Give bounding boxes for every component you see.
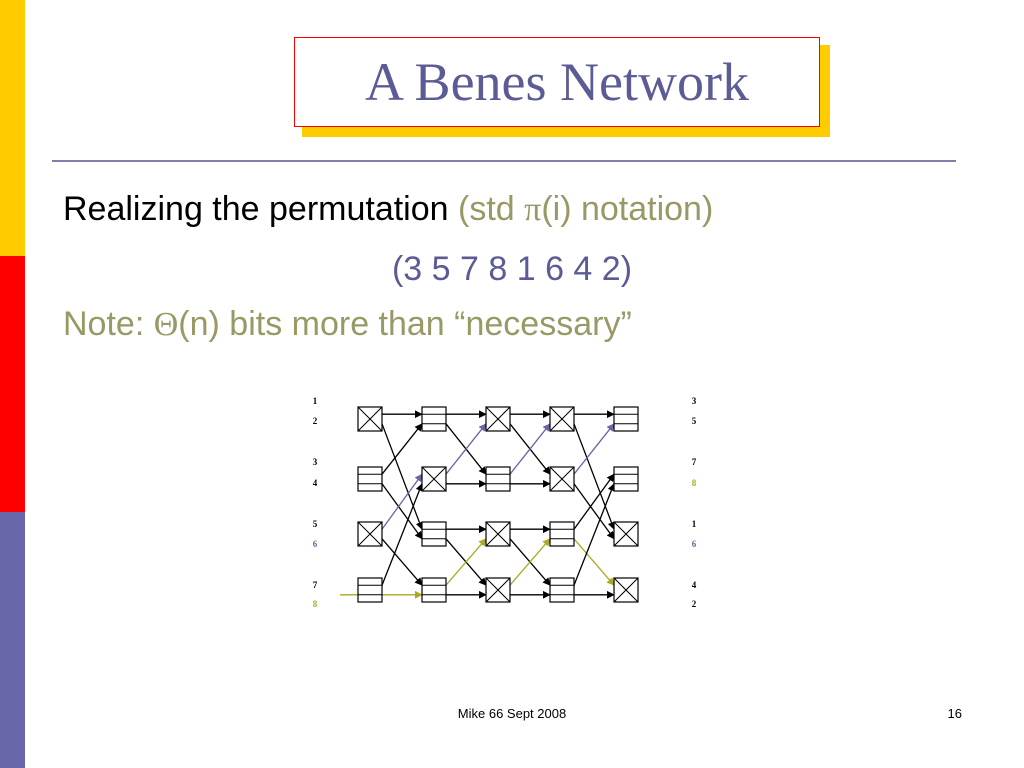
title-divider: [52, 160, 956, 162]
output-label: 3: [692, 396, 697, 406]
network-edge: [509, 538, 551, 586]
switch-box: [549, 577, 575, 603]
page-number: 16: [947, 706, 962, 721]
note-suffix: (n) bits more than “necessary”: [178, 305, 632, 343]
switch-box: [421, 577, 447, 603]
network-edge: [445, 423, 487, 475]
switch-box: [421, 521, 447, 547]
switch-cross-line: [549, 466, 575, 492]
output-label: 1: [692, 519, 697, 529]
switch-cross-line: [421, 466, 447, 492]
network-edge: [509, 423, 551, 475]
network-edge: [445, 538, 487, 586]
network-edge: [381, 423, 423, 475]
note-line: Note: Θ(n) bits more than “necessary”: [63, 305, 632, 344]
pi-symbol: π: [524, 191, 542, 228]
title-box: A Benes Network: [294, 37, 820, 127]
switch-box: [357, 577, 383, 603]
switch-box: [613, 466, 639, 492]
input-label: 6: [313, 539, 318, 549]
network-edge: [381, 538, 423, 586]
output-label: 2: [692, 599, 697, 609]
input-label: 5: [313, 519, 318, 529]
switch-cross-line: [357, 406, 383, 432]
output-label: 6: [692, 539, 697, 549]
network-edge: [573, 483, 616, 586]
output-label: 8: [692, 478, 697, 488]
input-label: 3: [313, 457, 318, 467]
input-label: 4: [313, 478, 318, 488]
left-bar-red: [0, 256, 25, 512]
network-edge: [381, 423, 424, 530]
network-edge: [381, 473, 423, 530]
line1-main: Realizing the permutation: [63, 190, 459, 228]
footer-text: Mike 66 Sept 2008: [457, 706, 567, 721]
input-label: 1: [313, 396, 318, 406]
switch-box: [485, 466, 511, 492]
network-edge: [573, 483, 615, 540]
network-edge: [573, 473, 615, 530]
network-switches: [357, 406, 639, 603]
switch-box: [613, 406, 639, 432]
network-edge: [573, 538, 615, 586]
left-bar-blue: [0, 512, 25, 768]
network-edge: [381, 483, 423, 540]
line1-paren-post: (i) notation): [541, 190, 714, 228]
theta-symbol: Θ: [153, 306, 179, 343]
switch-cross-line: [485, 406, 511, 432]
left-bar-yellow: [0, 0, 25, 256]
input-label: 7: [313, 580, 318, 590]
benes-network-diagram: 1 2 3 4 5 6 7 8 3 5 7 8 1 6 4 2: [313, 396, 697, 609]
switch-cross-line: [549, 406, 575, 432]
output-label: 7: [692, 457, 697, 467]
input-label: 2: [313, 416, 318, 426]
bullet-line-1: Realizing the permutation (std π(i) nota…: [63, 190, 713, 229]
switch-box: [549, 521, 575, 547]
line1-paren: (std π(i) notation): [458, 190, 713, 228]
network-edge: [381, 483, 424, 586]
output-label: 5: [692, 416, 697, 426]
switch-cross-line: [485, 577, 511, 603]
slide-title: A Benes Network: [365, 52, 749, 112]
switch-box: [357, 466, 383, 492]
permutation-line: (3 5 7 8 1 6 4 2): [391, 250, 633, 288]
output-label: 4: [692, 580, 697, 590]
switch-cross-line: [357, 521, 383, 547]
switch-box: [421, 406, 447, 432]
switch-cross-line: [613, 577, 639, 603]
switch-cross-line: [613, 521, 639, 547]
note-prefix: Note:: [63, 305, 154, 343]
network-edge: [573, 423, 615, 475]
network-edges: [340, 410, 616, 599]
input-label: 8: [313, 599, 318, 609]
network-labels: 1 2 3 4 5 6 7 8 3 5 7 8 1 6 4 2: [313, 396, 697, 609]
switch-cross-line: [485, 521, 511, 547]
line1-paren-pre: (std: [458, 190, 525, 228]
network-edge: [573, 423, 616, 530]
